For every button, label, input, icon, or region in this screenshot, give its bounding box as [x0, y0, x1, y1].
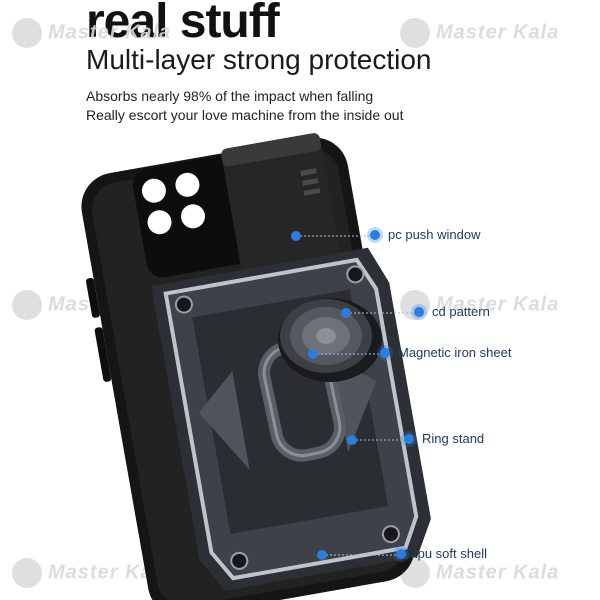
- callout-dot-icon: [380, 347, 390, 358]
- watermark-logo-icon: [12, 558, 42, 588]
- callout-dot-icon: [396, 548, 406, 559]
- callout-magnetic-iron-sheet: Magnetic iron sheet: [380, 345, 511, 360]
- callout-dot-icon: [414, 306, 424, 317]
- callout-pc-push-window: pc push window: [370, 227, 481, 242]
- camera-module: [132, 154, 256, 278]
- magnetic-disc: [278, 298, 382, 382]
- callout-dot-icon: [404, 433, 414, 444]
- callout-ring-stand: Ring stand: [404, 431, 484, 446]
- watermark: Master Kala: [400, 290, 559, 320]
- callout-tpu-soft-shell: tpu soft shell: [396, 546, 487, 561]
- leader-lines: [296, 235, 414, 556]
- description-line-2: Really escort your love machine from the…: [86, 107, 404, 123]
- page-subtitle: Multi-layer strong protection: [86, 44, 432, 75]
- description-line-1: Absorbs nearly 98% of the impact when fa…: [86, 88, 374, 104]
- pc-push-window: [221, 133, 340, 272]
- page-title: real stuff: [86, 0, 280, 48]
- watermark: Master Kala: [12, 18, 171, 48]
- callout-cd-pattern: cd pattern: [414, 304, 490, 319]
- watermark: Master Kala: [12, 558, 171, 588]
- watermark: Master Kala: [400, 18, 559, 48]
- watermark-logo-icon: [12, 18, 42, 48]
- callout-dot-icon: [370, 229, 380, 240]
- watermark-logo-icon: [400, 18, 430, 48]
- callout-points: [291, 231, 357, 560]
- watermark-logo-icon: [12, 290, 42, 320]
